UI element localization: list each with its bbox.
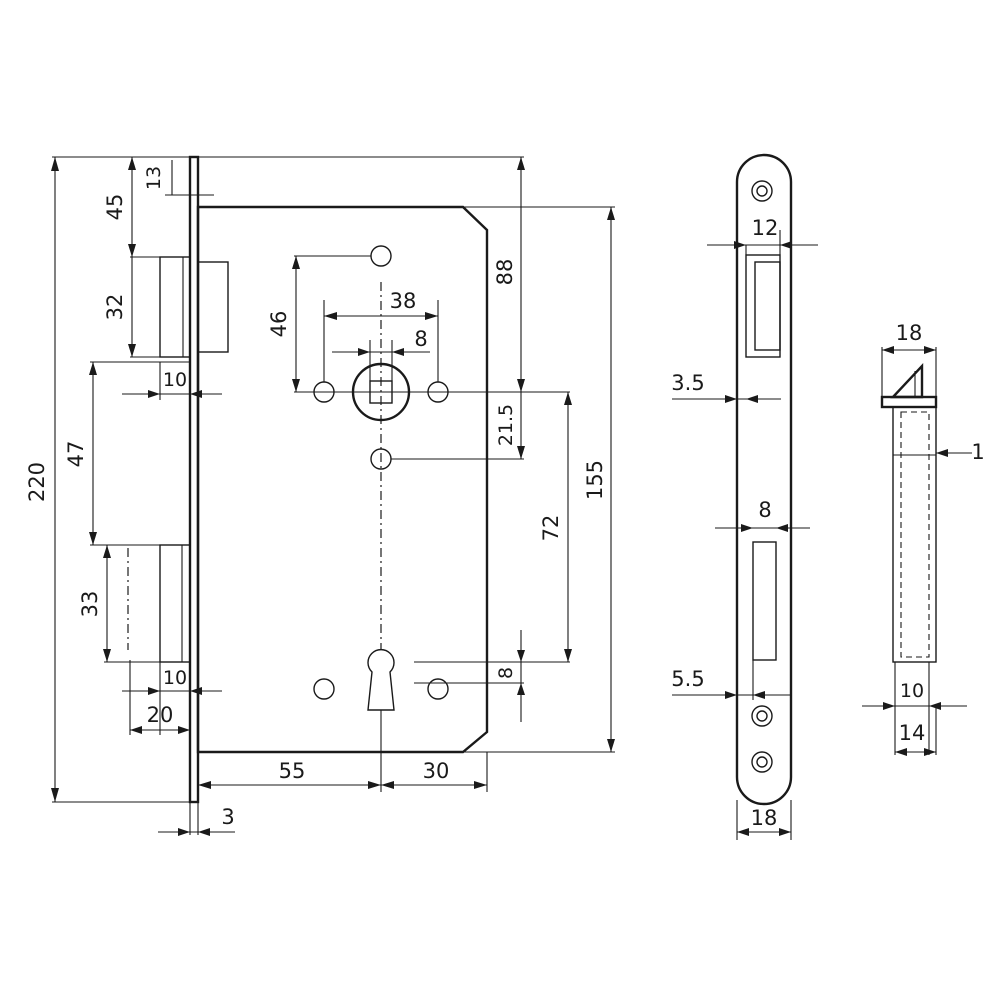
dim-45: 45 xyxy=(103,194,127,221)
dim-47: 47 xyxy=(64,441,88,468)
dim-220: 220 xyxy=(25,462,49,502)
dim-12: 12 xyxy=(752,216,779,240)
latch-bolt-body xyxy=(197,261,229,353)
dim-8-forend: 8 xyxy=(758,498,771,522)
dim-13: 13 xyxy=(143,166,165,190)
dim-10-bolt: 10 xyxy=(163,667,187,689)
dim-10-latch-detail: 10 xyxy=(900,680,924,702)
dim-46: 46 xyxy=(267,311,291,338)
dim-18-forend: 18 xyxy=(751,806,778,830)
screw-hole-bottom-left xyxy=(313,678,335,700)
forend-outline xyxy=(735,153,793,806)
latch-cap xyxy=(880,395,938,409)
latch-bolt xyxy=(159,256,191,358)
dim-38: 38 xyxy=(390,289,417,313)
bolt-opening xyxy=(752,541,777,661)
dim-3-5: 3.5 xyxy=(671,371,704,395)
dead-bolt xyxy=(159,544,191,663)
latch-bevel xyxy=(890,362,924,399)
dim-8-keyhole: 8 xyxy=(495,667,517,679)
screw-hole-top xyxy=(370,245,392,267)
dim-88: 88 xyxy=(493,259,517,286)
dim-8-follower: 8 xyxy=(414,327,427,351)
dim-21-5: 21.5 xyxy=(495,404,517,446)
front-view: 220 13 45 32 10 47 33 10 20 3 55 30 46 3… xyxy=(25,155,615,836)
dim-1: 1 xyxy=(971,440,984,464)
dim-5-5: 5.5 xyxy=(671,667,704,691)
dim-155: 155 xyxy=(583,460,607,500)
dim-32: 32 xyxy=(103,294,127,321)
latch-opening xyxy=(745,254,781,358)
lock-case xyxy=(196,205,489,754)
dim-14: 14 xyxy=(899,721,926,745)
dim-55: 55 xyxy=(279,759,306,783)
dim-33: 33 xyxy=(78,591,102,618)
latch-shaft xyxy=(892,406,937,663)
dim-3: 3 xyxy=(221,805,234,829)
dim-20: 20 xyxy=(147,703,174,727)
dim-30: 30 xyxy=(423,759,450,783)
latch-detail-view: 18 1 10 14 xyxy=(862,321,985,756)
dim-18-latch: 18 xyxy=(896,321,923,345)
screw-hole-bottom-right xyxy=(427,678,449,700)
dim-72: 72 xyxy=(539,515,563,542)
forend-side-view: 12 3.5 8 5.5 18 xyxy=(671,153,818,840)
dim-10-latch: 10 xyxy=(163,369,187,391)
keyhole xyxy=(367,649,395,711)
